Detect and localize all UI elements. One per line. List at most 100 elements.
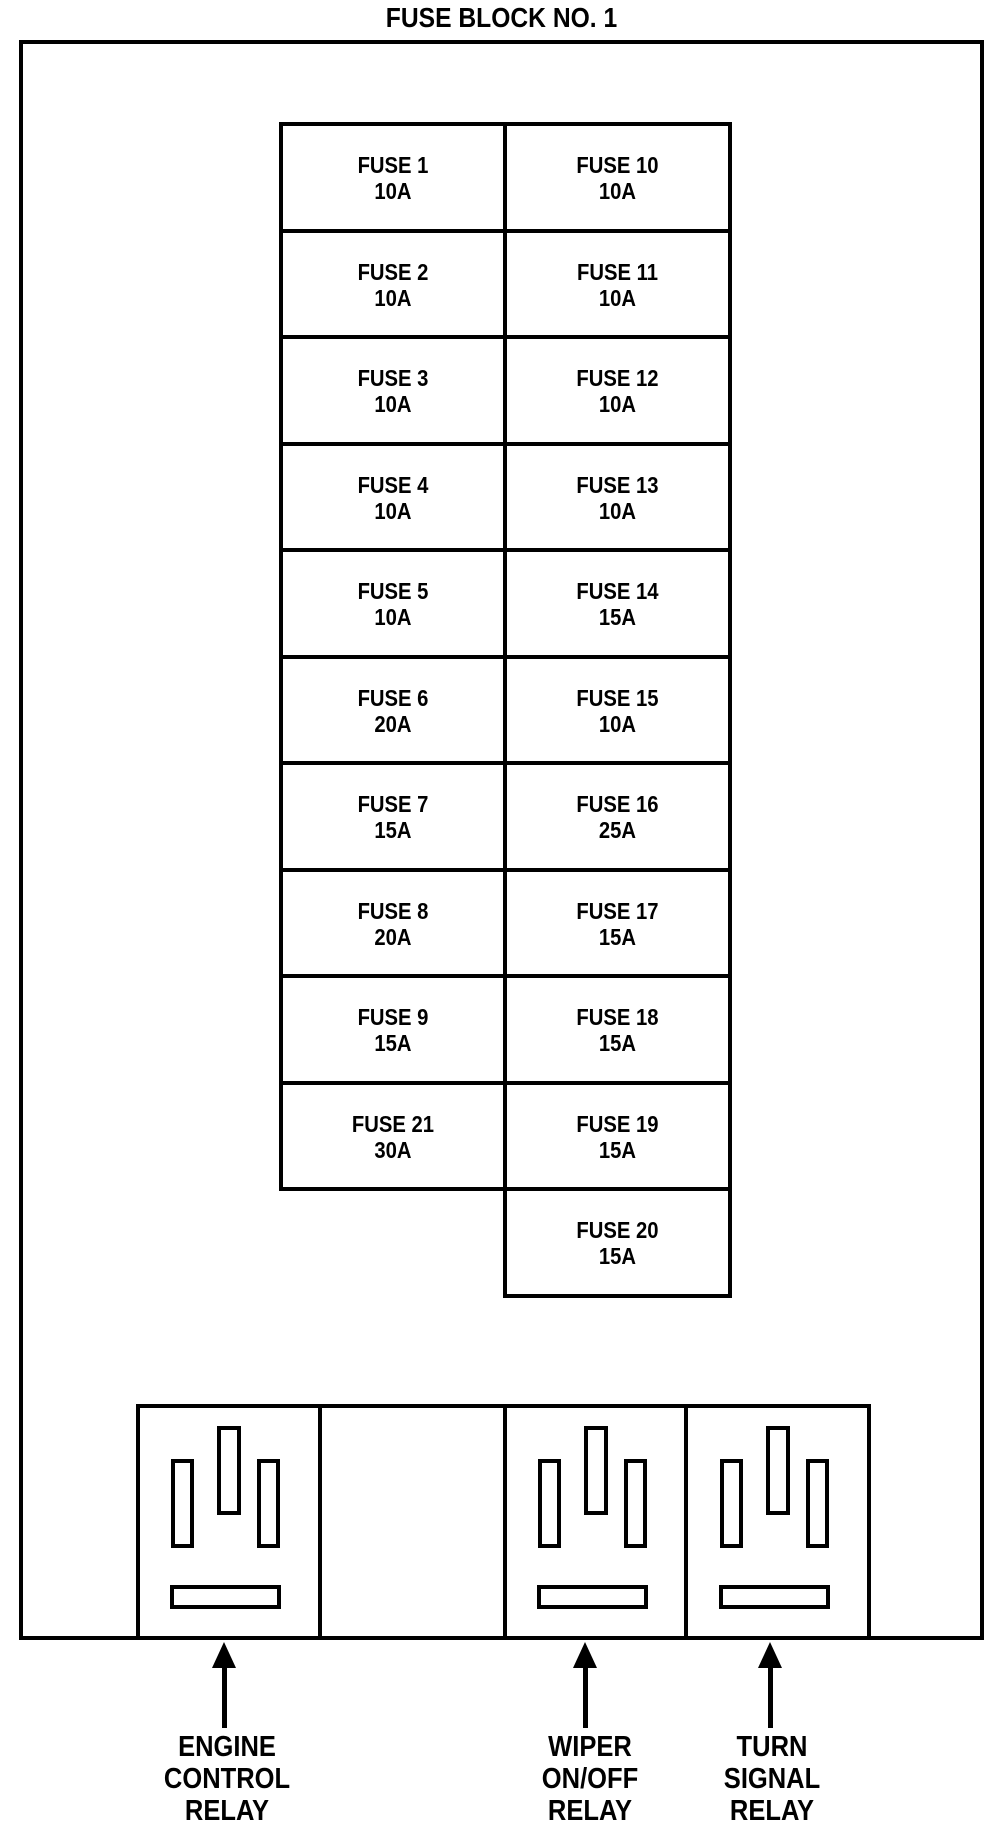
fuse-amp-label: 15A <box>374 817 412 843</box>
fuse-amp-label: 15A <box>598 1136 637 1163</box>
fuse-cell: FUSE 8 20A <box>279 867 507 978</box>
fuse-amp-label: 10A <box>598 284 637 311</box>
fuse-label: FUSE 17 <box>576 897 659 924</box>
socket-slot-center <box>583 1426 608 1515</box>
fuse-amp-label: 10A <box>598 391 637 417</box>
up-arrow-shaft <box>222 1666 227 1728</box>
fuse-label: FUSE 21 <box>351 1110 435 1137</box>
fuse-cell: FUSE 17 15A <box>503 867 732 978</box>
fuse-label: FUSE 1 <box>357 152 429 178</box>
socket-slot-left <box>719 1459 743 1548</box>
socket-slot-bottom <box>170 1585 281 1609</box>
fuse-cell: FUSE 14 15A <box>503 548 732 659</box>
relay-label-line: TURN <box>736 1731 808 1763</box>
relay-label-wiper-on-off: WIPER ON/OFF RELAY <box>484 1731 695 1827</box>
fuse-label: FUSE 16 <box>576 791 659 817</box>
fuse-label: FUSE 8 <box>357 897 429 924</box>
fuse-amp-label: 15A <box>598 604 637 630</box>
fuse-label: FUSE 15 <box>576 684 659 711</box>
fuse-label: FUSE 14 <box>576 578 659 604</box>
fuse-column-left: FUSE 1 10A FUSE 2 10A FUSE 3 10A FUSE 4 … <box>279 122 507 1191</box>
fuse-cell: FUSE 16 25A <box>503 761 732 872</box>
socket-slot-center <box>217 1426 241 1515</box>
fuse-cell: FUSE 18 15A <box>503 974 732 1085</box>
socket-slot-left <box>537 1459 561 1548</box>
relay-label-line: WIPER <box>548 1731 632 1763</box>
up-arrow-icon <box>212 1642 236 1668</box>
fuse-amp-label: 30A <box>374 1136 412 1163</box>
fuse-cell: FUSE 15 10A <box>503 654 732 765</box>
fuse-cell: FUSE 1 10A <box>279 122 507 233</box>
fuse-cell: FUSE 4 10A <box>279 441 507 552</box>
fuse-label: FUSE 5 <box>357 578 429 604</box>
fuse-cell: FUSE 9 15A <box>279 974 507 1085</box>
fuse-amp-label: 20A <box>374 923 412 950</box>
fuse-label: FUSE 20 <box>576 1217 659 1243</box>
fuse-label: FUSE 3 <box>357 365 429 391</box>
fuse-column-right: FUSE 10 10A FUSE 11 10A FUSE 12 10A FUSE… <box>503 122 732 1298</box>
relay-socket-wiper <box>503 1404 688 1640</box>
socket-slot-bottom <box>718 1585 830 1609</box>
fuse-amp-label: 15A <box>598 923 637 950</box>
socket-slot-right <box>623 1459 647 1548</box>
socket-slot-bottom <box>536 1585 648 1609</box>
relay-label-line: SIGNAL <box>723 1763 821 1795</box>
diagram-title: FUSE BLOCK NO. 1 <box>385 2 618 33</box>
fuse-cell: FUSE 5 10A <box>279 548 507 659</box>
fuse-amp-label: 10A <box>598 710 637 737</box>
fuse-amp-label: 10A <box>598 497 637 524</box>
fuse-amp-label: 10A <box>374 178 412 204</box>
fuse-label: FUSE 4 <box>357 471 429 498</box>
fuse-amp-label: 15A <box>598 1243 637 1269</box>
fuse-label: FUSE 7 <box>357 791 429 817</box>
fuse-cell: FUSE 13 10A <box>503 441 732 552</box>
up-arrow-shaft <box>583 1666 588 1728</box>
socket-slot-right <box>257 1459 280 1548</box>
fuse-amp-label: 20A <box>374 710 412 737</box>
relay-socket-turn-signal <box>684 1404 871 1640</box>
relay-socket-engine-control <box>136 1404 322 1640</box>
socket-slot-right <box>805 1459 829 1548</box>
fuse-cell: FUSE 3 10A <box>279 335 507 446</box>
fuse-amp-label: 15A <box>598 1030 637 1056</box>
up-arrow-icon <box>573 1642 597 1668</box>
fuse-label: FUSE 13 <box>576 471 659 498</box>
fuse-amp-label: 10A <box>374 497 412 524</box>
fuse-label: FUSE 11 <box>576 258 658 285</box>
relay-socket-empty-compartment <box>318 1404 507 1640</box>
fuse-label: FUSE 10 <box>576 152 659 178</box>
fuse-label: FUSE 2 <box>357 258 429 285</box>
fuse-cell: FUSE 6 20A <box>279 654 507 765</box>
relay-label-turn-signal: TURN SIGNAL RELAY <box>666 1731 877 1827</box>
fuse-label: FUSE 6 <box>357 684 429 711</box>
fuse-cell: FUSE 20 15A <box>503 1187 732 1298</box>
fuse-cell: FUSE 7 15A <box>279 761 507 872</box>
relay-label-engine-control: ENGINE CONTROL RELAY <box>121 1731 332 1827</box>
fuse-label: FUSE 12 <box>576 365 659 391</box>
fuse-cell: FUSE 11 10A <box>503 228 732 339</box>
fuse-amp-label: 10A <box>374 391 412 417</box>
socket-slot-left <box>171 1459 194 1548</box>
relay-label-line: RELAY <box>729 1795 815 1827</box>
relay-label-line: CONTROL <box>163 1763 291 1795</box>
up-arrow-shaft <box>768 1666 773 1728</box>
fuse-label: FUSE 9 <box>357 1004 429 1030</box>
fuse-label: FUSE 18 <box>576 1004 659 1030</box>
fuse-amp-label: 25A <box>598 817 637 843</box>
fuse-cell: FUSE 10 10A <box>503 122 732 233</box>
fuse-cell: FUSE 12 10A <box>503 335 732 446</box>
relay-label-line: RELAY <box>547 1795 633 1827</box>
relay-label-line: ON/OFF <box>541 1763 639 1795</box>
fuse-amp-label: 15A <box>374 1030 412 1056</box>
socket-slot-center <box>765 1426 790 1515</box>
fuse-amp-label: 10A <box>374 604 412 630</box>
up-arrow-icon <box>758 1642 782 1668</box>
fuse-cell: FUSE 19 15A <box>503 1080 732 1191</box>
fuse-cell: FUSE 2 10A <box>279 228 507 339</box>
fuse-amp-label: 10A <box>374 284 412 311</box>
fuse-cell: FUSE 21 30A <box>279 1080 507 1191</box>
fuse-label: FUSE 19 <box>576 1110 659 1137</box>
fuse-amp-label: 10A <box>598 178 637 204</box>
relay-label-line: ENGINE <box>178 1731 276 1763</box>
